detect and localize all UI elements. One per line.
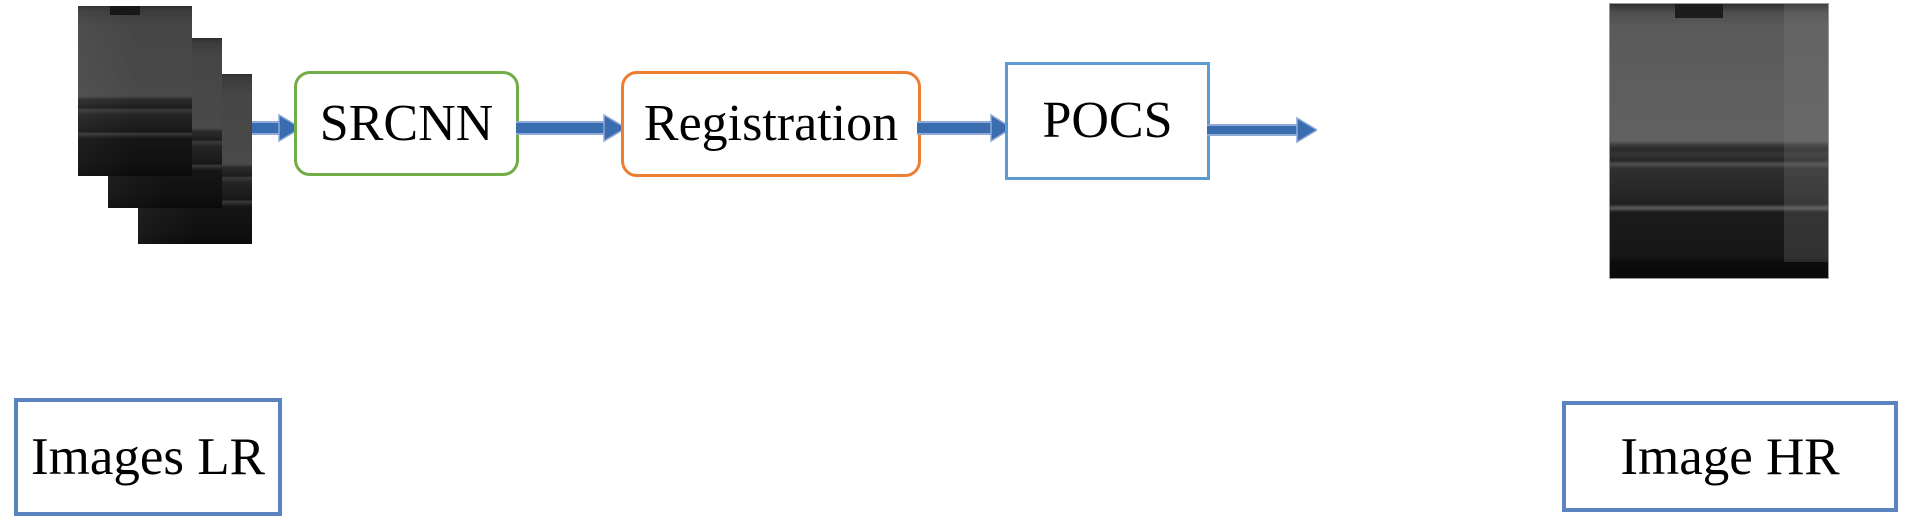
lr-photo-1 <box>78 6 192 176</box>
image-hr-thumbnail <box>1609 3 1829 279</box>
process-box-registration[interactable]: Registration <box>621 71 921 177</box>
arrow-pocs-to-image-hr <box>1207 115 1317 145</box>
process-box-srcnn-label: SRCNN <box>319 94 494 152</box>
process-box-srcnn[interactable]: SRCNN <box>294 71 519 176</box>
lr-thumbnail-1 <box>78 6 192 176</box>
images-lr-stack <box>78 6 298 244</box>
legend-image-hr[interactable]: Image HR <box>1562 401 1898 512</box>
legend-image-hr-label: Image HR <box>1620 427 1840 486</box>
process-box-pocs-label: POCS <box>1042 92 1173 149</box>
arrow-srcnn-to-registration <box>516 113 626 143</box>
legend-images-lr-label: Images LR <box>30 428 266 486</box>
process-box-registration-label: Registration <box>643 95 899 152</box>
arrow-registration-to-pocs <box>917 113 1012 143</box>
hr-photo <box>1610 4 1828 278</box>
legend-images-lr[interactable]: Images LR <box>14 398 282 516</box>
process-box-pocs[interactable]: POCS <box>1005 62 1210 180</box>
